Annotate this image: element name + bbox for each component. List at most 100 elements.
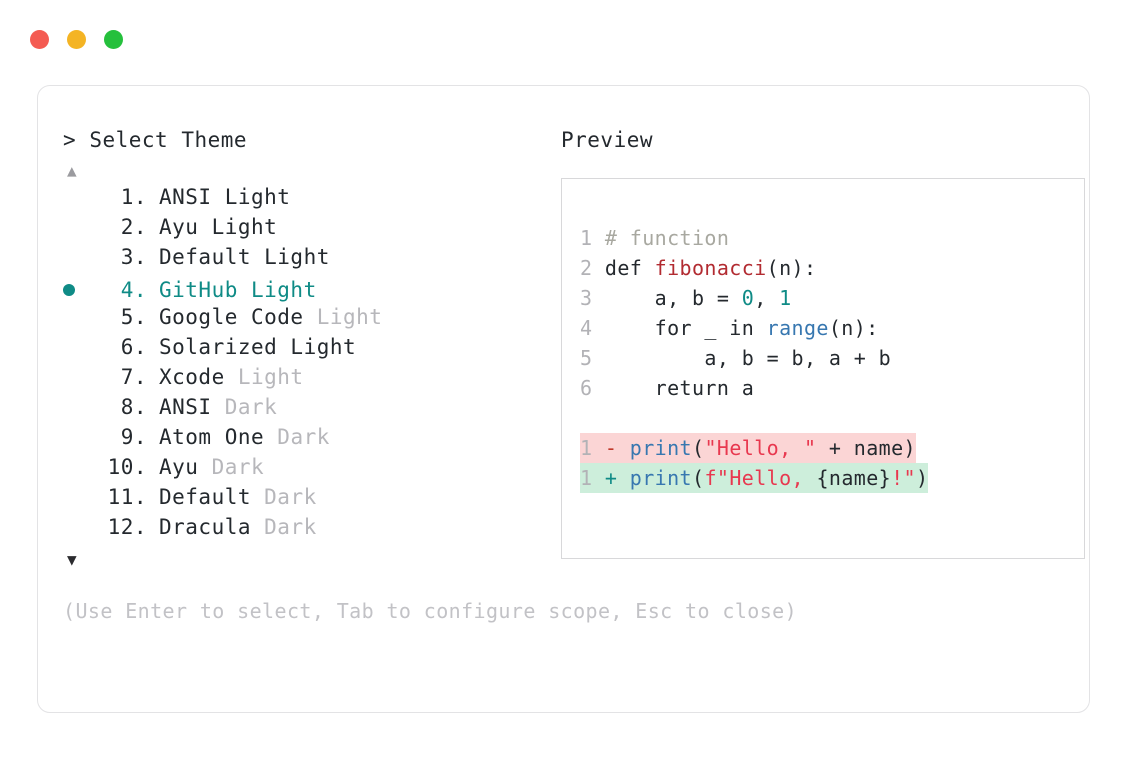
prompt-caret-icon: > [63,128,77,152]
theme-item-number: 10. [107,455,147,479]
scroll-down-icon[interactable]: ▼ [67,550,77,569]
code-line: 2 def fibonacci(n): [580,253,1084,283]
code-line: 4 for _ in range(n): [580,313,1084,343]
theme-item-name: Atom One [159,425,265,449]
code-line-text: a, b = b, a + b [605,346,891,370]
code-line-text: return a [605,376,754,400]
theme-item-name: Xcode [159,365,225,389]
code-line-text: # function [605,226,729,250]
code-token: a, b = b, a + b [604,346,892,370]
diff-block: 1 - print("Hello, " + name)1 + print(f"H… [580,433,1084,493]
code-token: + name) [816,436,916,460]
code-token: !" [891,466,916,490]
theme-item-name: Default [159,485,252,509]
line-number: 1 [580,226,605,250]
theme-list-item[interactable]: 12. Dracula Dark [63,515,533,545]
code-line: 5 a, b = b, a + b [580,343,1084,373]
preview-label: Preview [561,128,654,152]
theme-item-name: GitHub Light [159,278,317,302]
theme-list-item[interactable]: 6. Solarized Light [63,335,533,365]
diff-line-number: 1 [580,466,605,490]
code-token: for _ in [604,316,767,340]
theme-list-item[interactable]: 7. Xcode Light [63,365,533,395]
theme-list-item[interactable]: 8.ANSI Dark [63,395,533,425]
theme-item-name: Default Light [159,245,330,269]
line-number: 5 [580,346,605,370]
scroll-up-icon[interactable]: ▲ [67,161,77,180]
theme-item-number: 8. [120,395,147,419]
code-token: ( [692,436,705,460]
theme-item-number: 7. [120,365,147,389]
theme-item-number: 11. [107,485,147,509]
code-token: range [766,316,829,340]
diff-line-number: 1 [580,436,605,460]
theme-item-variant: Dark [264,425,330,449]
code-token: fibonacci [654,256,767,280]
code-token: ( [692,466,705,490]
close-icon[interactable] [30,30,49,49]
theme-list-item[interactable]: 11. Default Dark [63,485,533,515]
theme-list-item[interactable]: 3. Default Light [63,245,533,275]
code-line-text: a, b = 0, 1 [605,286,792,310]
code-token: 0 [741,286,755,310]
theme-list-item[interactable]: 10. Ayu Dark [63,455,533,485]
theme-item-number: 1. [120,185,147,209]
code-line: 3 a, b = 0, 1 [580,283,1084,313]
diff-marker-icon: - [604,436,630,460]
theme-picker-card: > Select Theme ▲ 1. ANSI Light 2. Ayu Light… [37,85,1090,713]
theme-item-variant: Light [224,365,304,389]
theme-item-number: 3. [120,245,147,269]
theme-item-number: 2. [120,215,147,239]
code-line: 1 # function [580,223,1084,253]
code-line-text: def fibonacci(n): [605,256,817,280]
code-token: a, b = [604,286,742,310]
selection-dot-icon [63,283,75,296]
diff-line-del: 1 - print("Hello, " + name) [580,433,1084,463]
code-token: (n): [766,256,817,280]
theme-item-number: 4. [120,278,147,302]
theme-item-variant: Dark [198,455,265,479]
theme-item-number: 12. [107,515,147,539]
code-token: return a [604,376,755,400]
theme-item-name: Ayu Light [159,215,278,239]
code-token: def [604,256,655,280]
minimize-icon[interactable] [67,30,86,49]
line-number: 2 [580,256,605,280]
theme-item-variant: Dark [211,395,278,419]
code-token: , [754,286,780,310]
theme-item-name: Solarized Light [159,335,357,359]
diff-highlight: 1 + print(f"Hello, {name}!") [580,463,929,493]
theme-list-item[interactable]: 9. Atom One Dark [63,425,533,455]
theme-item-name: Ayu [159,455,199,479]
theme-list-item[interactable]: 4. GitHub Light [63,275,533,305]
line-number: 3 [580,286,605,310]
page-title: Select Theme [89,128,248,152]
theme-item-variant: Dark [251,515,317,539]
theme-list-item[interactable]: 1. ANSI Light [63,185,533,215]
theme-item-name: Dracula [159,515,252,539]
theme-item-name: ANSI Light [159,185,291,209]
theme-list-item[interactable]: 2. Ayu Light [63,215,533,245]
theme-item-variant: Dark [251,485,317,509]
code-token: (n): [828,316,879,340]
keyboard-hint: (Use Enter to select, Tab to configure s… [63,599,798,623]
diff-line-add: 1 + print(f"Hello, {name}!") [580,463,1084,493]
code-token: # function [604,226,730,250]
code-token: print [629,436,692,460]
line-number: 4 [580,316,605,340]
code-token: {name} [816,466,892,490]
code-token: "Hello, " [704,436,817,460]
theme-item-number: 6. [120,335,147,359]
theme-item-number: 9. [120,425,147,449]
code-gap [580,403,1084,433]
maximize-icon[interactable] [104,30,123,49]
code-token: 1 [779,286,792,310]
selector-prompt: > Select Theme [63,124,533,157]
theme-item-name: Google Code [159,305,304,329]
theme-item-variant: Light [303,305,383,329]
selected-bullet-icon [63,275,97,305]
theme-list-item[interactable]: 5.Google Code Light [63,305,533,335]
